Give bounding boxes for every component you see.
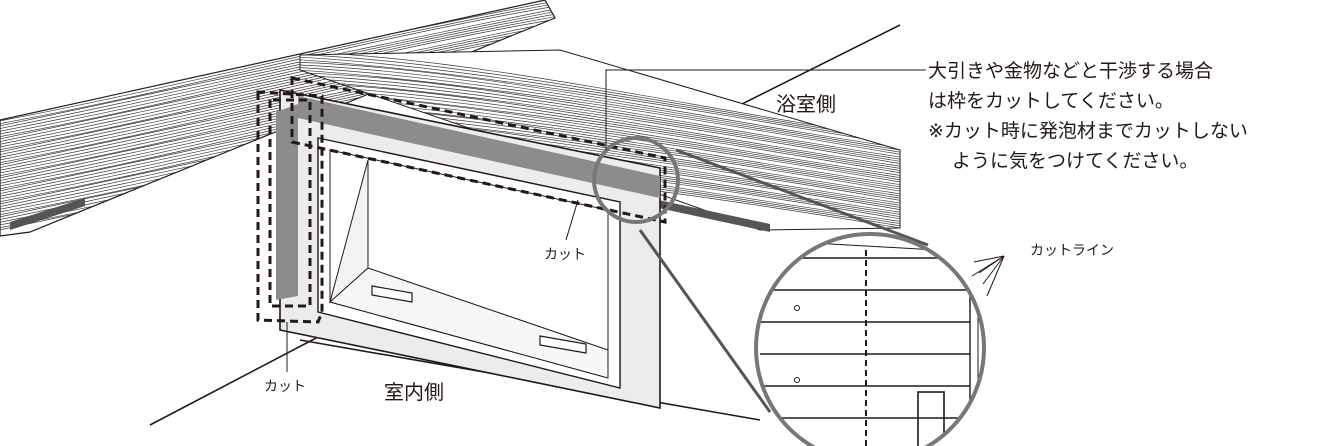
cut-dashed-outlines <box>256 76 667 324</box>
note-line-3: ※カット時に発泡材までカットしない <box>928 120 1248 142</box>
wood-grain-line <box>300 64 900 152</box>
detail-circle-large <box>754 232 986 446</box>
leader-lines <box>286 69 1005 372</box>
note-line-4: ように気をつけてください。 <box>952 150 1199 172</box>
wood-grain-line <box>300 82 900 168</box>
wood-grain-line <box>300 77 900 164</box>
wood-grain-line <box>300 54 900 143</box>
note-block: 大引きや金物などと干渉する場合 は枠をカットしてください。 ※カット時に発泡材ま… <box>928 56 1248 176</box>
wood-beam-right <box>299 49 901 232</box>
wood-grain-line <box>0 23 555 144</box>
cut-band-vertical <box>276 104 298 300</box>
detail-circle-small <box>592 136 680 224</box>
wood-grain-line <box>0 15 555 137</box>
label-cut-line: カットライン <box>1030 243 1114 259</box>
label-cut-lower: カット <box>264 379 306 395</box>
wood-grain-line <box>300 75 900 162</box>
note-line-2: は枠をカットしてください。 <box>928 90 1174 112</box>
wood-grain-line <box>0 18 555 139</box>
wood-grain-line <box>300 59 900 148</box>
magnifier-connector <box>638 148 929 413</box>
label-bathroom-side: 浴室側 <box>776 92 836 116</box>
wood-grain-line <box>300 62 900 150</box>
frame-slot-right <box>539 335 587 354</box>
cut-bands <box>276 96 660 300</box>
wood-grain-line <box>0 7 555 129</box>
note-line-1: 大引きや金物などと干渉する場合 <box>928 60 1214 82</box>
wood-grain-line <box>300 85 900 171</box>
wood-grain-line <box>300 88 900 173</box>
wood-grain-line <box>300 69 900 157</box>
cut-band-horizontal <box>298 96 660 198</box>
wood-grain-line <box>300 56 900 145</box>
label-cut-frame: カット <box>544 247 586 263</box>
frame-slot-left <box>371 285 413 303</box>
wood-grain-line <box>300 80 900 166</box>
wood-grain-line <box>0 28 555 150</box>
wood-grain-line <box>0 5 555 126</box>
wood-grain-line <box>0 25 555 147</box>
wood-grain-line <box>300 72 900 159</box>
wood-grain-line <box>0 12 555 134</box>
label-indoor-side: 室内側 <box>384 380 444 404</box>
wood-grain-line <box>0 10 555 131</box>
wood-grain-line <box>0 20 555 142</box>
wood-grain-line <box>0 2 555 124</box>
wood-grain-line <box>300 67 900 155</box>
